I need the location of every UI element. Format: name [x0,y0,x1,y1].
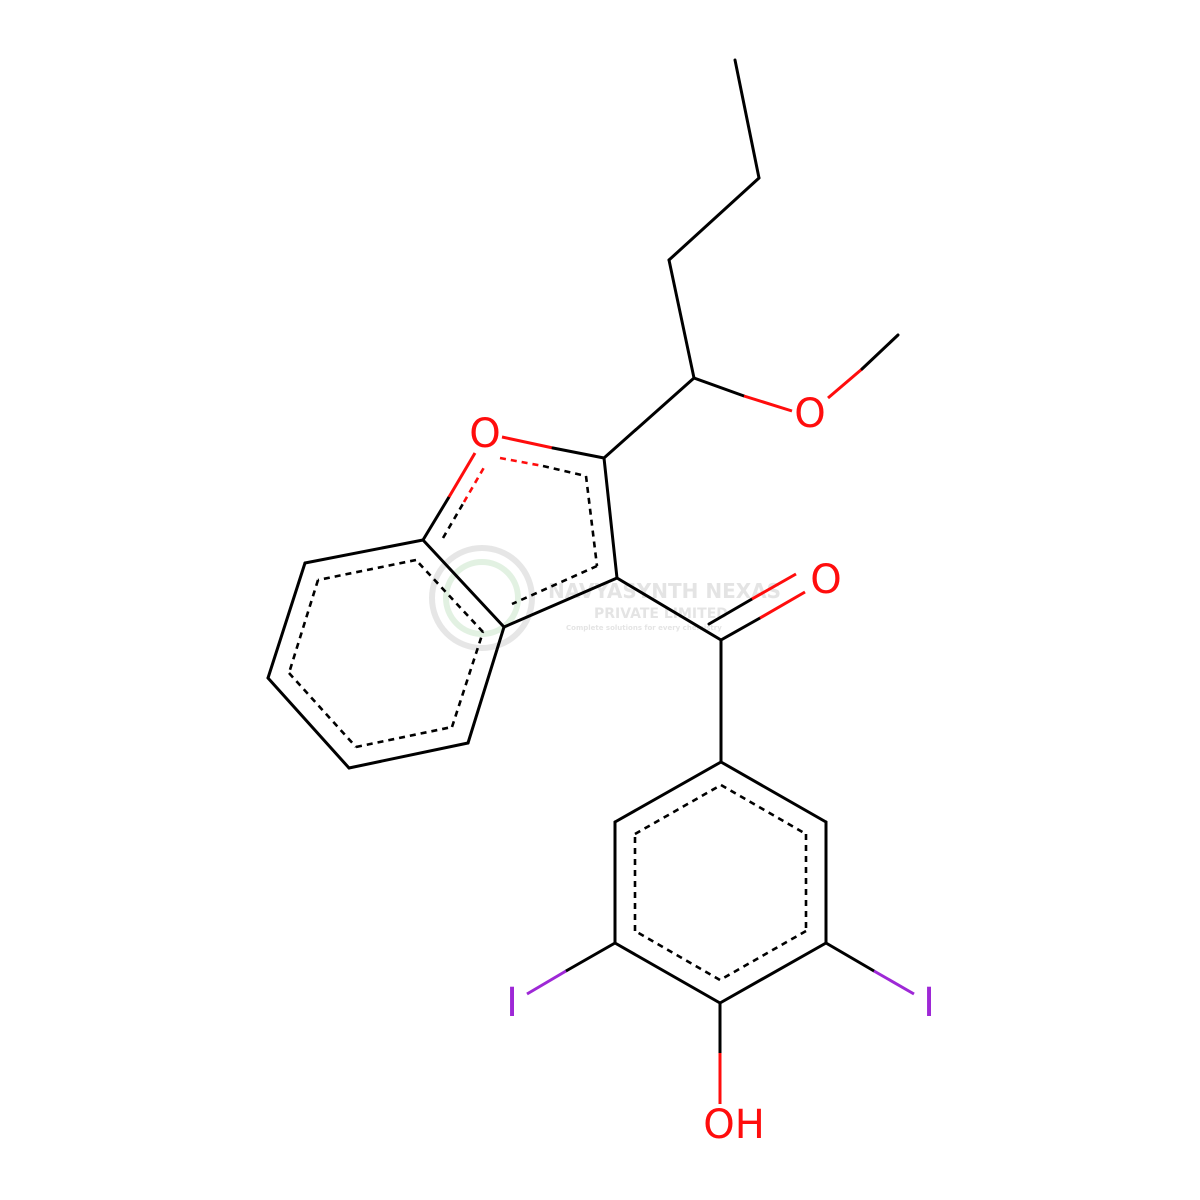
bond-p3-iodine-a [824,941,876,973]
arom-p1-p2 [720,783,807,836]
bond-ch-o-methoxy-b [743,394,793,413]
arom-c6-c5 [288,672,357,748]
bond-p4-p5 [613,941,722,1005]
bond-p5-iodine-a [564,941,617,973]
bond-o-c2-b [551,446,606,460]
arom-o-c2-a [499,456,544,468]
atom-label-carbonyl-oxygen: O [810,557,841,603]
bond-co-double-b1 [707,597,754,626]
arom-c7-c6 [287,579,320,674]
arom-c7a-c7 [317,558,417,582]
bond-chain-2 [667,176,761,262]
atom-label-iodine-right: I [923,980,935,1026]
atom-label-iodine-left: I [506,980,518,1026]
arom-p4-p5 [634,929,721,982]
bond-co-double-a2 [759,590,806,620]
bond-c7-c6 [266,561,307,680]
bond-c3-carbonyl [615,576,723,642]
bond-c3a-c7a [421,538,506,629]
watermark-line2: PRIVATE LIMITED [594,606,728,622]
bond-p3-p4 [718,941,828,1005]
bond-p1-p2 [719,760,828,824]
bond-c7a-o-b [447,452,477,498]
bond-p5-iodine-b [526,969,567,996]
bond-c6-c5 [266,676,351,770]
atom-label-hydroxyl: OH [703,1102,765,1148]
bond-c4-c3a [466,625,506,745]
watermark-line3: Complete solutions for every chemistry [566,624,722,632]
arom-o-c2-b [542,464,587,478]
bond-c2-c3 [602,456,619,580]
bond-c7a-c7 [303,538,425,565]
arom-c4-c3a [450,631,485,728]
bond-co-double-b2 [751,572,797,601]
bond-c5-c4 [347,741,470,770]
bond-chain-3 [667,258,696,380]
arom-c2-c3 [584,475,599,567]
bond-c3-c3a [502,576,619,629]
arom-c7a-o-b [462,463,488,503]
bond-ch-o-methoxy-a [692,376,746,398]
watermark: NAVYASYNTH NEXAS PRIVATE LIMITED Complet… [429,545,781,651]
bond-o-methyl-b [860,333,900,371]
arom-p3-p4 [719,929,807,982]
atom-label-furan-oxygen: O [469,411,500,457]
atom-label-methoxy-oxygen: O [794,391,825,437]
bond-p6-p1 [613,760,723,824]
watermark-line1: NAVYASYNTH NEXAS [548,579,781,603]
bond-c7a-o-a [421,495,451,542]
arom-c7a-o-a [441,501,466,539]
watermark-logo-icon [429,545,535,651]
arom-c3a-c7a [415,559,484,633]
arom-c5-c4 [355,725,453,749]
arom-p6-p1 [634,783,722,836]
bond-o-methyl-a [827,367,863,400]
bond-co-double-a1 [719,616,762,642]
bond-ch-c2 [602,376,696,460]
bond-o-c2-a [501,435,554,450]
bond-p3-iodine-b [873,969,915,996]
arom-c3-c3a [511,564,598,606]
bond-chain-1 [733,58,761,180]
